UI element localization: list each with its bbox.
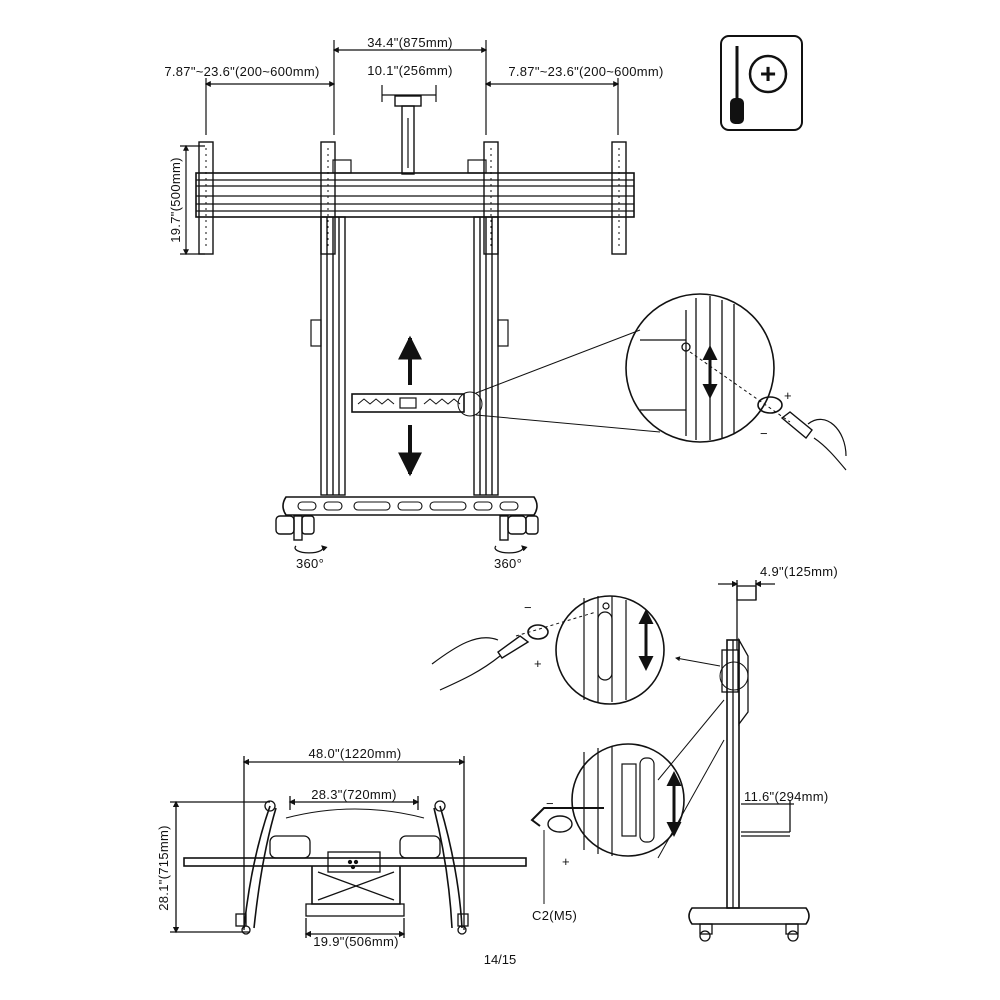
screwdriver-icon <box>720 35 803 131</box>
adjust-plus-middle: + <box>534 656 542 671</box>
dim-overall-depth: 28.1"(715mm) <box>156 825 171 911</box>
top-view <box>170 756 527 938</box>
adjust-plus-lower: + <box>562 854 570 869</box>
front-view <box>180 40 847 554</box>
side-view <box>431 580 810 942</box>
dim-left-arm-range: 7.87"~23.6"(200~600mm) <box>164 64 319 79</box>
dim-offset-depth: 4.9"(125mm) <box>760 564 838 579</box>
rotation-left-label: 360° <box>296 556 324 571</box>
dim-base-width: 19.9"(506mm) <box>313 934 399 949</box>
dim-shelf-depth: 11.6"(294mm) <box>744 789 829 804</box>
dim-overall-width: 48.0"(1220mm) <box>308 746 401 761</box>
dim-right-arm-range: 7.87"~23.6"(200~600mm) <box>508 64 663 79</box>
adjust-minus-top: − <box>760 426 768 441</box>
page-number: 14/15 <box>484 952 517 967</box>
dim-center-spacing: 34.4"(875mm) <box>367 35 453 50</box>
adjust-plus-top: + <box>784 388 792 403</box>
adjust-minus-lower: − <box>546 796 554 811</box>
rotation-right-label: 360° <box>494 556 522 571</box>
dim-center-bracket: 10.1"(256mm) <box>367 63 453 78</box>
dim-vertical-height: 19.7"(500mm) <box>168 157 183 243</box>
adjust-minus-middle: − <box>524 600 532 615</box>
dim-inner-width: 28.3"(720mm) <box>311 787 397 802</box>
hardware-label: C2(M5) <box>532 908 577 923</box>
phillips-plus-symbol: + <box>760 58 776 89</box>
